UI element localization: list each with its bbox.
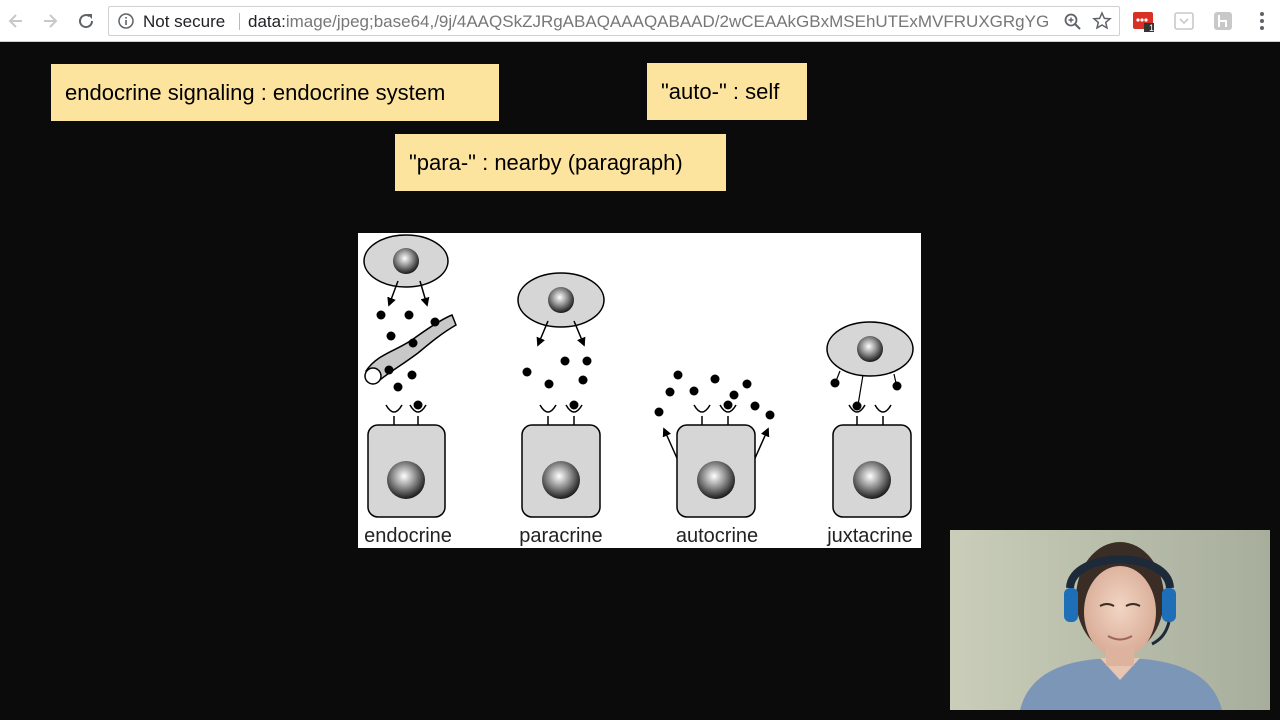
figure-label-autocrine: autocrine (676, 525, 758, 547)
figure-label-juxtacrine: juxtacrine (826, 525, 913, 547)
address-bar[interactable]: Not secure data:image/jpeg;base64,/9j/4A… (108, 6, 1120, 36)
paracrine-panel (517, 272, 605, 518)
security-status-text[interactable]: Not secure (143, 12, 226, 31)
forward-arrow-icon (44, 14, 58, 28)
reload-button[interactable] (74, 9, 98, 33)
figure-label-endocrine: endocrine (364, 525, 452, 547)
endocrine-panel (363, 234, 457, 518)
omnibox-divider (239, 13, 240, 30)
label-endocrine-signaling: endocrine signaling : endocrine system (51, 64, 499, 121)
extension-badge: 1 (1149, 23, 1155, 33)
extension-h-button[interactable] (1212, 10, 1234, 32)
autocrine-panel (654, 370, 775, 518)
figure-label-paracrine: paracrine (519, 525, 602, 547)
back-arrow-icon (8, 14, 22, 28)
cell-signaling-figure: endocrine paracrine autocrine juxtacrine (358, 233, 921, 548)
reload-icon (79, 14, 94, 29)
presenter-video (950, 530, 1270, 710)
star-icon[interactable] (1092, 11, 1112, 31)
cell-signaling-diagram: endocrine paracrine autocrine juxtacrine (363, 234, 914, 547)
pocket-icon (1174, 12, 1194, 30)
webcam-overlay (950, 530, 1270, 710)
h-extension-icon (1214, 12, 1232, 30)
back-button[interactable] (4, 9, 28, 33)
info-icon[interactable] (118, 13, 134, 29)
label-para-nearby: "para-" : nearby (paragraph) (395, 134, 726, 191)
url-text[interactable]: data:image/jpeg;base64,/9j/4AAQSkZJRgABA… (248, 12, 1048, 32)
extension-pocket-button[interactable] (1173, 10, 1195, 32)
forward-button[interactable] (38, 9, 62, 33)
url-scheme: data: (248, 12, 286, 31)
lastpass-icon (1133, 12, 1154, 32)
url-rest: image/jpeg;base64,/9j/4AAQSkZJRgABAQAAAQ… (285, 12, 1048, 31)
kebab-menu-icon[interactable] (1254, 9, 1270, 33)
extension-lastpass-button[interactable]: 1 (1132, 10, 1155, 33)
browser-toolbar: Not secure data:image/jpeg;base64,/9j/4A… (0, 0, 1280, 42)
label-auto-self: "auto-" : self (647, 63, 807, 120)
zoom-icon[interactable] (1063, 12, 1083, 32)
juxtacrine-panel (826, 321, 914, 518)
